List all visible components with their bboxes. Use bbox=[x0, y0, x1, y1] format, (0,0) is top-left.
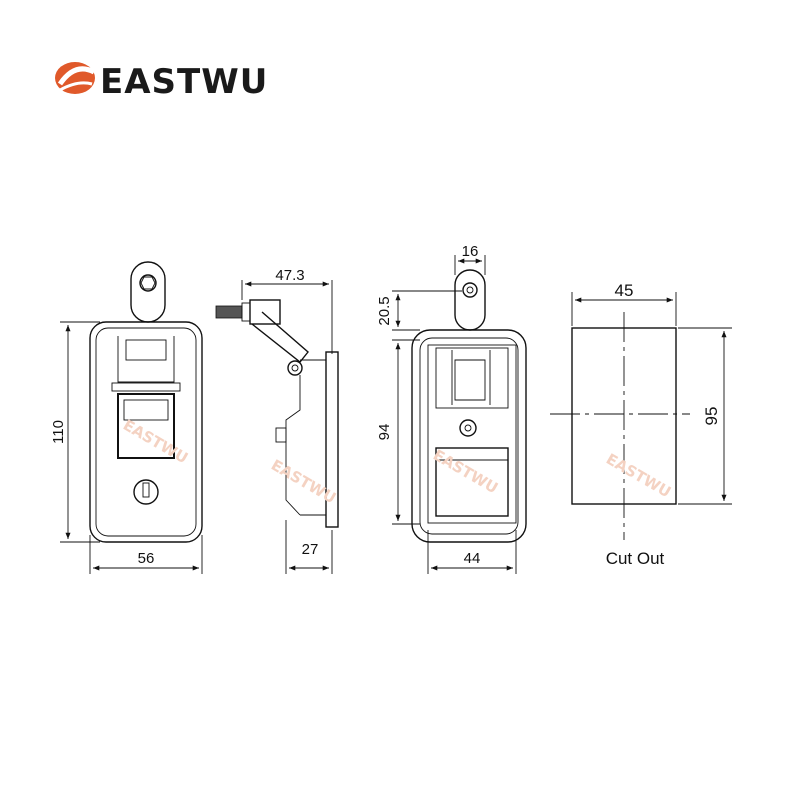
watermark-side: EASTWU bbox=[268, 456, 339, 507]
front-height-dimension: 110 bbox=[50, 321, 100, 543]
back-pin-width-label: 16 bbox=[462, 243, 479, 260]
front-height-label: 110 bbox=[50, 420, 67, 444]
watermark-back: EASTWU bbox=[430, 446, 501, 497]
watermark-front: EASTWU bbox=[120, 416, 191, 467]
cutout-caption: Cut Out bbox=[606, 549, 665, 568]
cutout-view bbox=[550, 312, 690, 540]
front-width-label: 56 bbox=[138, 550, 155, 567]
eastwu-logo-icon bbox=[55, 62, 96, 94]
side-bottom-dimension: 27 bbox=[285, 520, 333, 574]
cutout-height-dimension: 95 bbox=[678, 327, 732, 505]
side-view bbox=[215, 299, 339, 528]
back-width-dimension: 44 bbox=[427, 530, 517, 574]
watermark-cutout: EASTWU bbox=[603, 450, 674, 501]
cutout-width-label: 45 bbox=[615, 281, 634, 300]
cutout-width-dimension: 45 bbox=[571, 281, 677, 326]
back-height-dimension: 94 bbox=[376, 339, 420, 525]
back-pin-height-dimension: 20.5 bbox=[376, 290, 462, 331]
side-bottom-label: 27 bbox=[302, 541, 319, 558]
brand-name: EASTWU bbox=[100, 62, 268, 102]
front-width-dimension: 56 bbox=[89, 535, 203, 574]
back-pin-width-dimension: 16 bbox=[454, 243, 486, 275]
back-height-label: 94 bbox=[376, 424, 393, 441]
side-top-dimension: 47.3 bbox=[241, 267, 333, 354]
cutout-height-label: 95 bbox=[702, 407, 721, 426]
svg-text:EASTWU: EASTWU bbox=[268, 456, 339, 507]
svg-text:EASTWU: EASTWU bbox=[430, 446, 501, 497]
svg-text:EASTWU: EASTWU bbox=[120, 416, 191, 467]
svg-text:EASTWU: EASTWU bbox=[603, 450, 674, 501]
back-view bbox=[411, 269, 527, 543]
back-width-label: 44 bbox=[464, 550, 481, 567]
side-top-label: 47.3 bbox=[275, 267, 304, 284]
front-view bbox=[89, 261, 203, 543]
back-pin-height-label: 20.5 bbox=[376, 296, 393, 325]
